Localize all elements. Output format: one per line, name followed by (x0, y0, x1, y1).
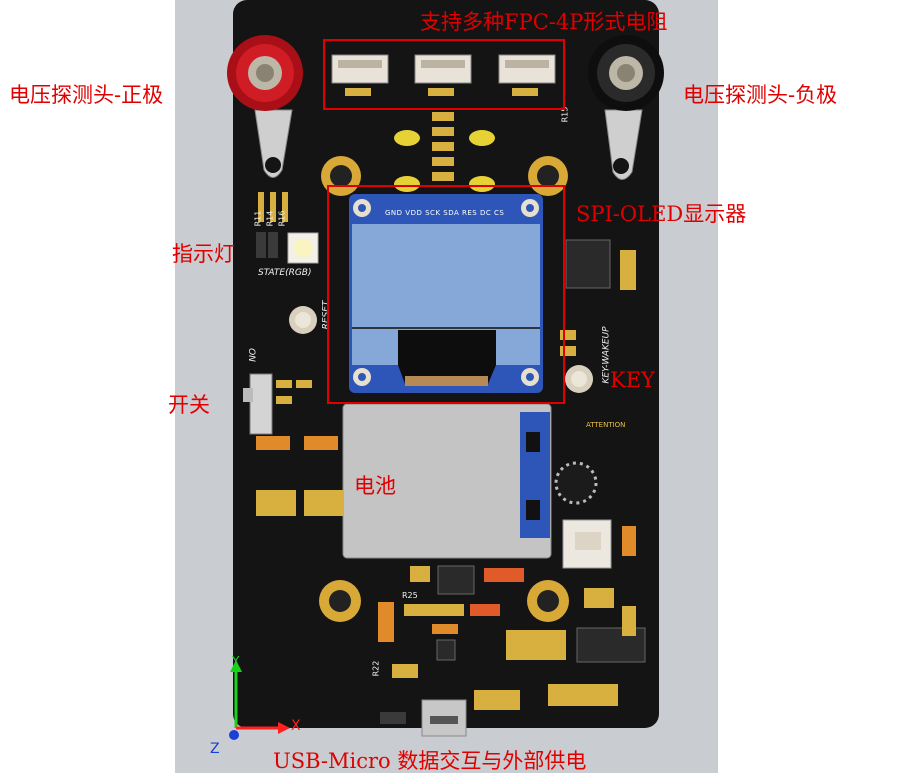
fpc-highlight-box (323, 39, 565, 110)
pin-cs: CS (493, 209, 505, 217)
fpc-connectors (331, 54, 556, 96)
label-switch: 开关 (168, 393, 210, 417)
tact-buttons (289, 306, 593, 393)
silk-state: STATE(RGB) (258, 268, 312, 278)
silk-on: ON (245, 348, 256, 362)
oled-highlight-box (327, 185, 565, 404)
silk-r22: R22 (371, 660, 381, 677)
silk-r25: R25 (402, 591, 418, 600)
pin-sck: SCK (425, 209, 441, 217)
axis-x-label: X (291, 718, 301, 734)
pin-sda: SDA (443, 209, 460, 217)
pin-vdd: VDD (405, 209, 423, 217)
coordinate-axes (229, 660, 290, 740)
smd-parts (256, 192, 636, 724)
label-battery: 电池 (354, 474, 396, 498)
silk-attention: ATTENTION (586, 421, 626, 429)
label-oled: SPI-OLED显示器 (576, 202, 747, 226)
label-probe-negative: 电压探测头-负极 (683, 83, 838, 107)
ics (436, 239, 646, 663)
label-indicator: 指示灯 (172, 242, 235, 266)
silk-r14: R14 (265, 210, 275, 227)
pin-gnd: GND (385, 209, 403, 217)
label-usb: USB-Micro 数据交互与外部供电 (273, 749, 587, 773)
pin-dc: DC (479, 209, 492, 217)
probe-positive (227, 35, 303, 178)
pin-res: RES (462, 209, 478, 217)
label-key: KEY (610, 368, 655, 392)
slide-switch (243, 373, 273, 435)
silk-r11: R11 (253, 210, 263, 227)
oled-module (349, 194, 543, 393)
axis-y-label: Y (232, 654, 240, 668)
yellow-capacitors (394, 130, 495, 192)
axis-z-label: Z (210, 741, 220, 757)
battery (342, 403, 552, 559)
resistor-column (432, 112, 454, 181)
silk-r16: R16 (277, 210, 287, 227)
label-fpc: 支持多种FPC-4P形式电阻 (420, 10, 668, 34)
label-probe-positive: 电压探测头-正极 (9, 83, 164, 107)
probe-negative (588, 35, 664, 180)
oled-pin-labels: GND VDD SCK SDA RES DC CS (385, 209, 504, 217)
